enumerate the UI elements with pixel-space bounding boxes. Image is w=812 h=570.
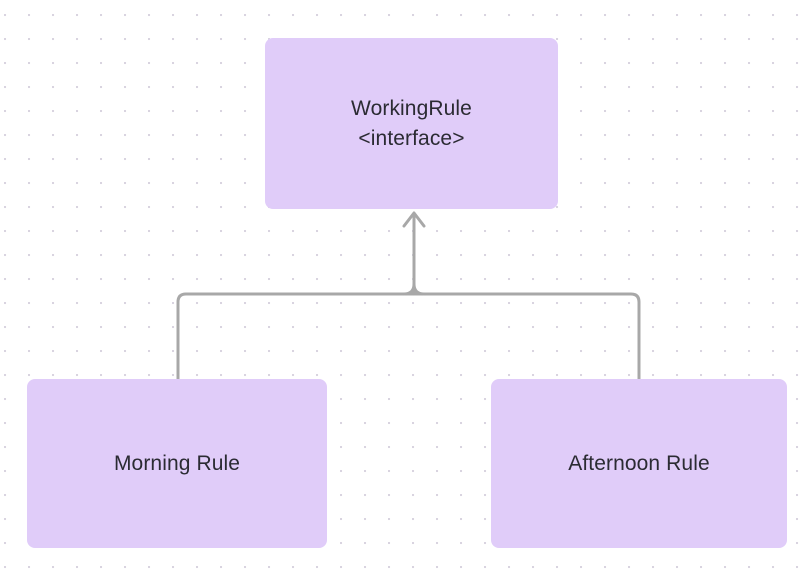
- node-stereotype-working-rule: <interface>: [358, 126, 465, 150]
- junction-fillet-right: [412, 282, 426, 296]
- edge-afternoon-rule: [412, 292, 641, 381]
- node-title-working-rule: WorkingRule: [351, 96, 472, 120]
- node-title-afternoon-rule: Afternoon Rule: [568, 451, 710, 475]
- uml-node-morning-rule[interactable]: Morning Rule: [27, 379, 327, 548]
- uml-node-afternoon-rule[interactable]: Afternoon Rule: [491, 379, 787, 548]
- uml-node-working-rule[interactable]: WorkingRule <interface>: [265, 38, 558, 209]
- node-title-morning-rule: Morning Rule: [113, 451, 241, 475]
- edge-morning-rule: [176, 292, 416, 381]
- inheritance-arrowhead-icon: [402, 211, 426, 228]
- junction-fillet-left: [402, 282, 416, 296]
